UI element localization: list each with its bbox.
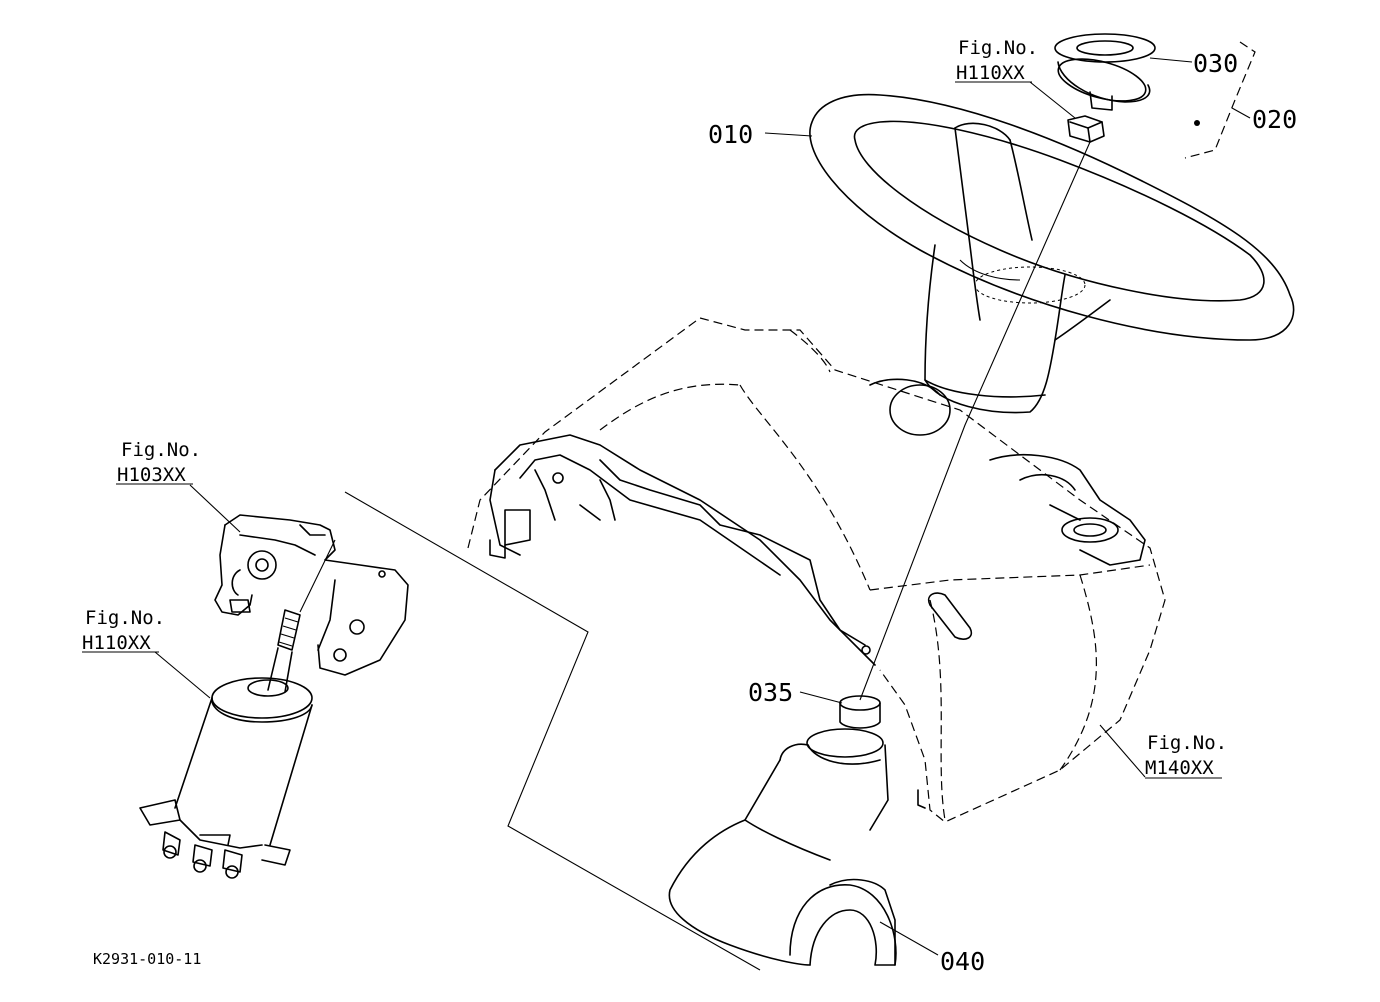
mounting-bracket bbox=[214, 514, 409, 676]
leader-040 bbox=[879, 921, 939, 956]
part-label-035: 035 bbox=[748, 678, 793, 707]
fig-ref-bracket-line2: H103XX bbox=[117, 464, 186, 486]
column-cover bbox=[668, 728, 897, 966]
diagram-code: K2931-010-11 bbox=[93, 950, 201, 968]
cap-assembly-point bbox=[1194, 120, 1200, 126]
fig-ref-dashboard-line1: Fig.No. bbox=[1147, 732, 1227, 754]
steering-unit bbox=[139, 539, 336, 879]
cap-assembly-bracket bbox=[1184, 41, 1256, 159]
fig-ref-nut-line1: Fig.No. bbox=[958, 37, 1038, 59]
leader-fig-bracket bbox=[189, 484, 241, 533]
leader-fig-nut bbox=[1029, 81, 1076, 119]
fig-ref-dashboard-line2: M140XX bbox=[1145, 757, 1214, 779]
part-label-030: 030 bbox=[1193, 49, 1238, 78]
fig-ref-unit-line2: H110XX bbox=[82, 632, 151, 654]
steering-wheel bbox=[809, 93, 1295, 414]
dashboard-cover bbox=[489, 378, 1146, 809]
leader-030 bbox=[1149, 57, 1193, 63]
part-label-010: 010 bbox=[708, 120, 753, 149]
fig-ref-nut-line2: H110XX bbox=[956, 62, 1025, 84]
steering-nut bbox=[1067, 115, 1105, 143]
group-frame bbox=[344, 491, 761, 971]
collar bbox=[839, 695, 881, 729]
leader-fig-dashboard bbox=[1099, 724, 1146, 778]
leader-fig-unit bbox=[154, 651, 211, 699]
leader-035 bbox=[799, 691, 843, 704]
fig-ref-bracket-line1: Fig.No. bbox=[121, 439, 201, 461]
leader-020 bbox=[1231, 107, 1251, 119]
center-cap bbox=[1054, 33, 1156, 111]
fig-ref-unit-line1: Fig.No. bbox=[85, 607, 165, 629]
part-label-020: 020 bbox=[1252, 105, 1297, 134]
leader-010 bbox=[764, 132, 813, 137]
dashboard-panel bbox=[467, 317, 1166, 823]
part-label-040: 040 bbox=[940, 947, 985, 976]
